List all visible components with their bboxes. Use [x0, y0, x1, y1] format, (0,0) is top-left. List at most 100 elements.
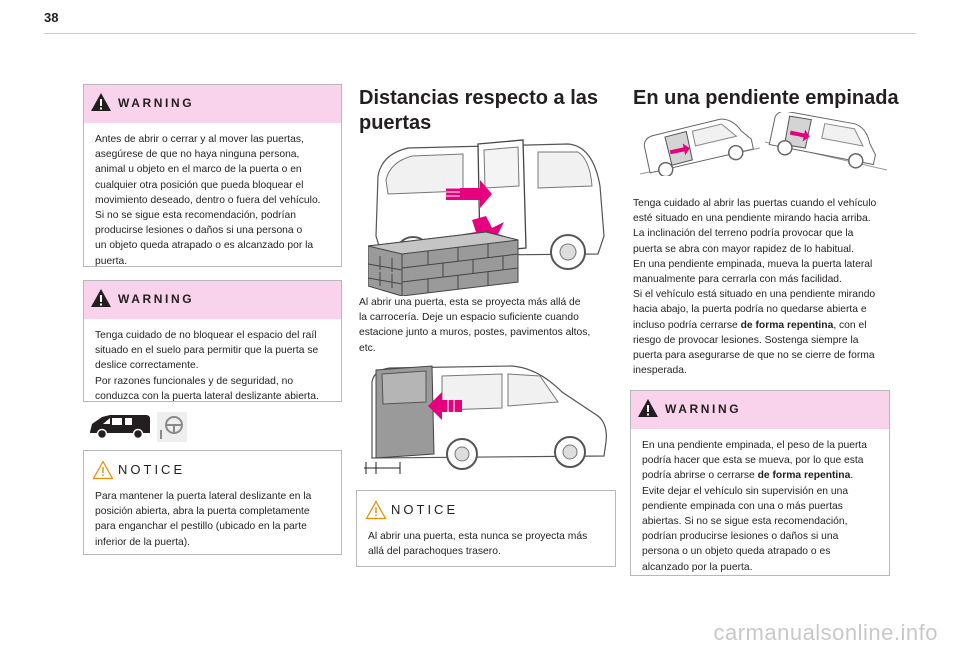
- text-line: inferior de la puerta).: [95, 536, 191, 548]
- text-segment: esté situado en una pendiente mirando ha…: [633, 213, 871, 225]
- text-segment: En una pendiente empinada, mueva la puer…: [633, 258, 873, 270]
- notice-title: NOTICE: [391, 502, 459, 517]
- text-line: incluso podría cerrarse de forma repenti…: [633, 318, 876, 333]
- text-segment: puerta se abra con mayor rapidez de lo h…: [633, 243, 854, 255]
- steep-slope-paragraph: Tenga cuidado al abrir las puertas cuand…: [633, 196, 876, 378]
- warning-title: WARNING: [118, 96, 195, 110]
- text-line: Por razones funcionales y de seguridad, …: [95, 375, 294, 387]
- warning-triangle-icon: [91, 93, 111, 111]
- text-line: La inclinación del terreno podría provoc…: [633, 226, 876, 241]
- warning-title: WARNING: [118, 292, 195, 306]
- warning-text: Tenga cuidado de no bloquear el espacio …: [84, 319, 341, 412]
- text-line: abiertas. Si no se sigue esta recomendac…: [642, 514, 878, 529]
- text-line: deslice correctamente.: [95, 360, 199, 372]
- text-line: Tenga cuidado al abrir las puertas cuand…: [633, 196, 876, 211]
- text-line: Antes de abrir o cerrar y al mover las p…: [95, 134, 304, 145]
- text-segment: podría hacer que esta se mueva, por lo q…: [642, 455, 864, 467]
- notice-box-middle: NOTICE Al abrir una puerta, esta nunca s…: [356, 490, 616, 567]
- text-line: esté situado en una pendiente mirando ha…: [633, 211, 876, 226]
- warning-header: WARNING: [84, 281, 341, 319]
- text-line: Al abrir una puerta, esta se proyecta má…: [359, 297, 581, 308]
- text-segment: alcanzado por la puerta.: [642, 561, 753, 573]
- text-line: En una pendiente empinada, mueva la puer…: [633, 257, 876, 272]
- text-segment: pendiente empinada con una o más puertas: [642, 500, 843, 512]
- text-line: estacione junto a muros, postes, pavimen…: [359, 327, 591, 339]
- text-line: En una pendiente empinada, el peso de la…: [642, 438, 878, 453]
- text-line: pendiente empinada con una o más puertas: [642, 499, 878, 514]
- text-line: etc.: [359, 342, 376, 354]
- warning-title: WARNING: [665, 402, 742, 416]
- text-line: un objeto queda atrapado o es alcanzado …: [95, 240, 314, 252]
- text-segment: Evite dejar el vehículo sin supervisión …: [642, 485, 849, 497]
- text-line: allá del parachoques trasero.: [368, 546, 501, 558]
- van-uphill-illustration: [640, 118, 760, 176]
- bold-text: de forma repentina: [757, 470, 851, 482]
- text-segment: En una pendiente empinada, el peso de la…: [642, 440, 867, 451]
- text-segment: puerta para asegurarse de que no se cier…: [633, 350, 875, 362]
- warning-text: Antes de abrir o cerrar y al mover las p…: [84, 123, 341, 277]
- warning-header: WARNING: [84, 85, 341, 123]
- site-watermark: carmanualsonline.info: [713, 620, 938, 645]
- text-line: Al abrir una puerta, esta nunca se proye…: [368, 531, 588, 542]
- warning-header: WARNING: [631, 391, 889, 429]
- text-line: alcanzado por la puerta.: [642, 560, 878, 575]
- text-segment: persona o un objeto queda atrapado o es: [642, 546, 831, 558]
- page-number: 38: [44, 10, 59, 25]
- van-rear-door-illustration: [364, 365, 607, 474]
- text-segment: incluso podría cerrarse: [633, 319, 741, 331]
- text-segment: manualmente para cerrarla con más facili…: [633, 274, 842, 286]
- text-line: asegúrese de que no haya ninguna persona…: [95, 149, 300, 161]
- text-line: podría abrirse o cerrarse de forma repen…: [642, 468, 878, 483]
- text-line: animal u objeto en el marco de la puerta…: [95, 164, 302, 176]
- section-heading-door-distance: Distancias respecto a las puertas: [359, 86, 598, 136]
- text-line: Si el vehículo está situado en una pendi…: [633, 287, 876, 302]
- bold-text: de forma repentina: [740, 319, 834, 331]
- notice-box-left: NOTICE Para mantener la puerta lateral d…: [83, 450, 342, 555]
- notice-triangle-icon: [365, 500, 387, 520]
- van-downhill-illustration: [765, 112, 887, 171]
- text-segment: La inclinación del terreno podría provoc…: [633, 228, 854, 240]
- text-line: persona o un objeto queda atrapado o es: [642, 544, 878, 559]
- text-segment: hacia abajo, la puerta podría no quedars…: [633, 304, 867, 316]
- door-distance-paragraph: Al abrir una puerta, esta se proyecta má…: [359, 295, 590, 356]
- text-line: Evite dejar el vehículo sin supervisión …: [642, 484, 878, 499]
- steering-wheel-icon: [157, 412, 187, 442]
- text-line: cualquier otra posición que pueda bloque…: [95, 179, 304, 191]
- header-divider: [44, 33, 916, 34]
- text-line: conduzca con la puerta lateral deslizant…: [95, 390, 319, 402]
- warning-box-1: WARNING Antes de abrir o cerrar y al mov…: [83, 84, 342, 267]
- text-segment: .: [850, 470, 854, 482]
- text-segment: podría abrirse o cerrarse: [642, 470, 758, 482]
- text-line: la carrocería. Deje un espacio suficient…: [359, 312, 579, 324]
- text-segment: Tenga cuidado al abrir las puertas cuand…: [633, 198, 877, 209]
- text-line: situado en el suelo para permitir que la…: [95, 345, 319, 357]
- text-segment: Si el vehículo está situado en una pendi…: [633, 289, 876, 301]
- warning-triangle-icon: [91, 289, 111, 307]
- text-line: posición abierta, abra la puerta complet…: [95, 506, 310, 518]
- text-line: riesgo de provocar lesiones. Sostenga si…: [633, 333, 876, 348]
- text-line: producirse lesiones o daños si una perso…: [95, 225, 303, 237]
- warning-triangle-icon: [638, 399, 658, 417]
- heading-line: puertas: [359, 112, 432, 134]
- notice-text: Al abrir una puerta, esta nunca se proye…: [357, 529, 615, 567]
- text-line: puerta se abra con mayor rapidez de lo h…: [633, 242, 876, 257]
- warning-box-right: WARNING En una pendiente empinada, el pe…: [630, 390, 890, 576]
- text-line: inesperada.: [633, 363, 876, 378]
- text-segment: podrían producirse lesiones o daños si u…: [642, 531, 839, 543]
- text-segment: inesperada.: [633, 365, 687, 377]
- text-line: movimiento deseado, dentro o fuera del v…: [95, 194, 321, 206]
- notice-header: NOTICE: [84, 451, 341, 489]
- text-line: Para mantener la puerta lateral deslizan…: [95, 491, 312, 502]
- text-line: podrían producirse lesiones o daños si u…: [642, 529, 878, 544]
- notice-text: Para mantener la puerta lateral deslizan…: [84, 489, 341, 558]
- text-line: puerta para asegurarse de que no se cier…: [633, 348, 876, 363]
- text-line: para enganchar el pestillo (ubicado en l…: [95, 521, 307, 533]
- section-heading-steep-slope: En una pendiente empinada: [633, 87, 899, 109]
- warning-text: En una pendiente empinada, el peso de la…: [631, 429, 889, 583]
- notice-title: NOTICE: [118, 462, 186, 477]
- van-near-wall-illustration: [368, 139, 605, 296]
- text-line: Tenga cuidado de no bloquear el espacio …: [95, 330, 317, 341]
- warning-box-2: WARNING Tenga cuidado de no bloquear el …: [83, 280, 342, 402]
- text-line: hacia abajo, la puerta podría no quedars…: [633, 302, 876, 317]
- text-line: puerta.: [95, 255, 128, 267]
